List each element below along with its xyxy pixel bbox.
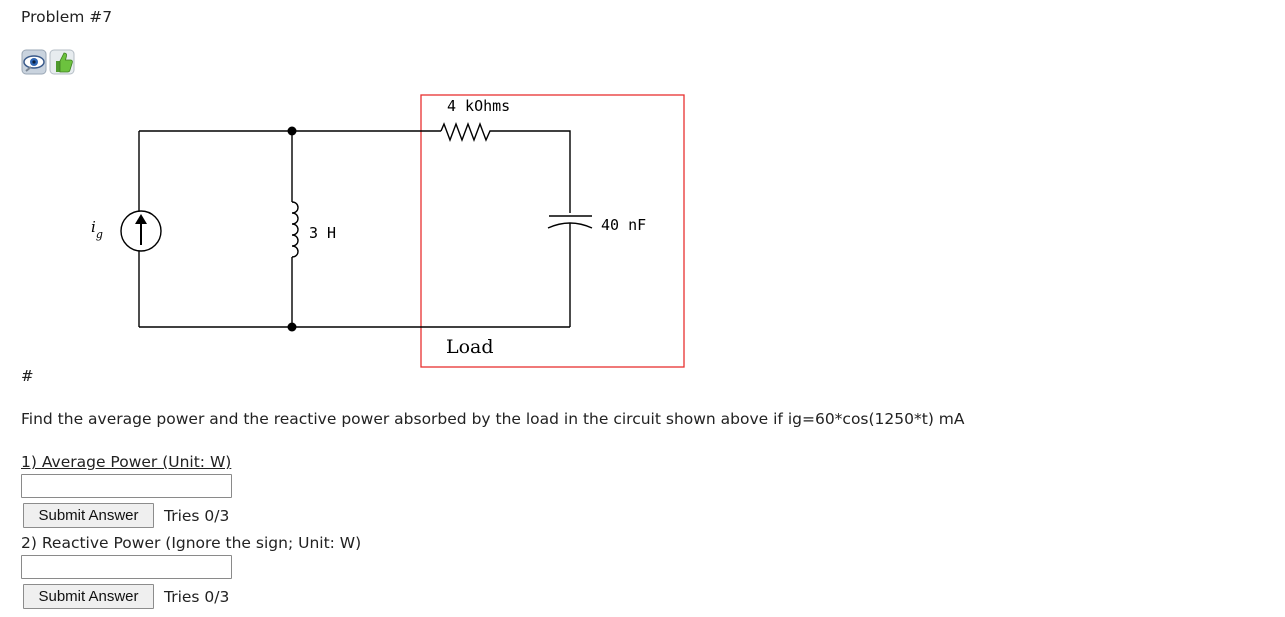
inductor-symbol [291, 201, 299, 258]
part2-submit-button[interactable]: Submit Answer [23, 584, 154, 609]
part1-tries: Tries 0/3 [164, 507, 230, 525]
resistor-symbol [440, 122, 571, 213]
load-label: Load [446, 336, 494, 358]
resistor-label: 4 kOhms [447, 97, 510, 115]
thumbs-up-icon[interactable] [49, 49, 75, 75]
part1-label: 1) Average Power (Unit: W) [21, 453, 232, 471]
node-top [287, 126, 297, 136]
source-label: ig [91, 218, 103, 241]
circuit-wires [138, 122, 593, 328]
source-label-subscript: g [96, 228, 103, 241]
current-source-symbol [120, 210, 162, 252]
part1-answer-input[interactable] [21, 474, 232, 498]
source-label-main: i [91, 218, 96, 236]
capacitor-label: 40 nF [601, 216, 646, 234]
part1-submit-button[interactable]: Submit Answer [23, 503, 154, 528]
question-text: Find the average power and the reactive … [21, 410, 965, 428]
problem-icons-svg [21, 49, 75, 75]
part2-tries: Tries 0/3 [164, 588, 230, 606]
problem-title: Problem #7 [21, 8, 113, 26]
part2-answer-input[interactable] [21, 555, 232, 579]
eye-icon[interactable] [21, 49, 47, 75]
inductor-label: 3 H [309, 224, 336, 242]
load-box [420, 94, 685, 368]
hash-marker: # [21, 367, 34, 385]
problem-icons [21, 47, 77, 77]
node-bottom [287, 322, 297, 332]
part2-label: 2) Reactive Power (Ignore the sign; Unit… [21, 534, 362, 552]
